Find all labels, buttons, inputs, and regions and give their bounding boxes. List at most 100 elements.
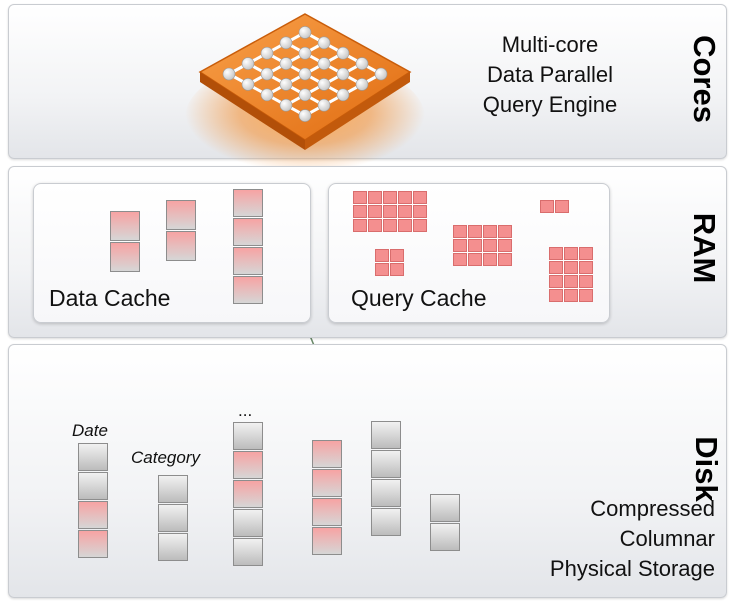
date-column <box>78 443 108 558</box>
core-node <box>317 78 331 91</box>
query-cache-cell <box>353 205 367 218</box>
query-cache-cell <box>375 263 389 276</box>
core-node <box>317 36 331 50</box>
core-node <box>336 67 350 81</box>
core-node <box>298 67 312 81</box>
query-cache-cell <box>383 219 397 232</box>
storage-caption-line-1: Compressed <box>590 496 715 521</box>
core-node <box>317 98 331 112</box>
query-cache-cell <box>413 191 427 204</box>
core-node <box>355 57 369 70</box>
core-node <box>298 46 312 60</box>
cached-column <box>166 200 196 261</box>
query-cache-cell <box>549 247 563 260</box>
core-node <box>336 88 350 102</box>
query-cache-label: Query Cache <box>351 285 487 311</box>
query-cache-cell <box>498 239 512 252</box>
core-node <box>279 78 293 91</box>
query-cache-cell <box>579 247 593 260</box>
core-node <box>336 46 350 60</box>
core-node <box>279 98 293 112</box>
query-cache-cell <box>383 191 397 204</box>
cores-layer-label: Cores <box>687 35 722 123</box>
query-cache-cell <box>390 263 404 276</box>
core-node <box>260 67 274 81</box>
core-node <box>241 78 255 91</box>
query-cache-cell <box>453 225 467 238</box>
query-cache-cell <box>555 200 569 213</box>
more-columns-ellipsis: ... <box>238 401 253 420</box>
storage-caption-line-2: Columnar <box>619 526 715 551</box>
category-column-label: Category <box>131 448 200 467</box>
core-node <box>355 78 369 91</box>
engine-caption-line-2: Data Parallel <box>487 62 613 87</box>
query-cache-cell <box>540 200 554 213</box>
core-node <box>279 57 293 70</box>
storage-column <box>430 494 460 551</box>
query-cache-cell <box>579 289 593 302</box>
query-cache-cell <box>549 261 563 274</box>
query-cache-cell <box>498 253 512 266</box>
query-cache-cell <box>564 289 578 302</box>
loaded-storage-column <box>312 440 342 555</box>
storage-caption-line-3: Physical Storage <box>549 556 715 581</box>
query-cache-cell <box>549 289 563 302</box>
query-cache-cell <box>564 261 578 274</box>
core-node <box>260 88 274 102</box>
query-cache-cell <box>368 205 382 218</box>
query-cache-cell <box>468 253 482 266</box>
query-cache-cell <box>390 249 404 262</box>
query-cache-cell <box>483 253 497 266</box>
query-cache-cell <box>453 239 467 252</box>
query-cache-cell <box>353 219 367 232</box>
disk-layer <box>8 344 727 598</box>
cached-column <box>110 211 140 272</box>
query-cache-cell <box>353 191 367 204</box>
engine-caption: Multi-core Data Parallel Query Engine <box>445 30 655 120</box>
storage-column <box>233 422 263 566</box>
query-cache-cell <box>375 249 389 262</box>
query-cache-cell <box>468 239 482 252</box>
ram-layer-label: RAM <box>687 212 722 284</box>
engine-caption-line-3: Query Engine <box>482 92 618 117</box>
date-column-label: Date <box>72 421 108 440</box>
query-result-block <box>353 191 427 232</box>
query-cache-cell <box>413 219 427 232</box>
query-cache-cell <box>468 225 482 238</box>
chip-icon <box>198 13 412 150</box>
core-node <box>260 46 274 60</box>
query-cache-cell <box>483 225 497 238</box>
core-node <box>298 26 312 39</box>
core-node <box>222 67 236 81</box>
core-node <box>298 88 312 102</box>
engine-caption-line-1: Multi-core <box>501 32 599 57</box>
query-cache-cell <box>498 225 512 238</box>
query-cache-cell <box>579 275 593 288</box>
storage-column <box>371 421 401 536</box>
query-cache-cell <box>564 247 578 260</box>
query-cache-cell <box>368 219 382 232</box>
query-cache-cell <box>398 191 412 204</box>
query-cache-cell <box>383 205 397 218</box>
query-result-block <box>453 225 512 266</box>
query-cache-cell <box>579 261 593 274</box>
category-column <box>158 475 188 561</box>
query-cache-cell <box>564 275 578 288</box>
query-result-block <box>549 247 593 302</box>
core-node <box>317 57 331 70</box>
query-cache-cell <box>368 191 382 204</box>
query-cache-cell <box>398 205 412 218</box>
core-node <box>374 67 388 81</box>
query-cache-cell <box>549 275 563 288</box>
cached-column <box>233 189 263 304</box>
core-node <box>279 36 293 50</box>
core-node <box>298 109 312 122</box>
query-result-block <box>540 200 569 213</box>
query-cache-cell <box>483 239 497 252</box>
query-cache-cell <box>398 219 412 232</box>
core-node <box>241 57 255 70</box>
data-cache-label: Data Cache <box>49 285 171 311</box>
query-cache-cell <box>453 253 467 266</box>
storage-caption: Compressed Columnar Physical Storage <box>490 494 715 584</box>
query-result-block <box>375 249 404 276</box>
